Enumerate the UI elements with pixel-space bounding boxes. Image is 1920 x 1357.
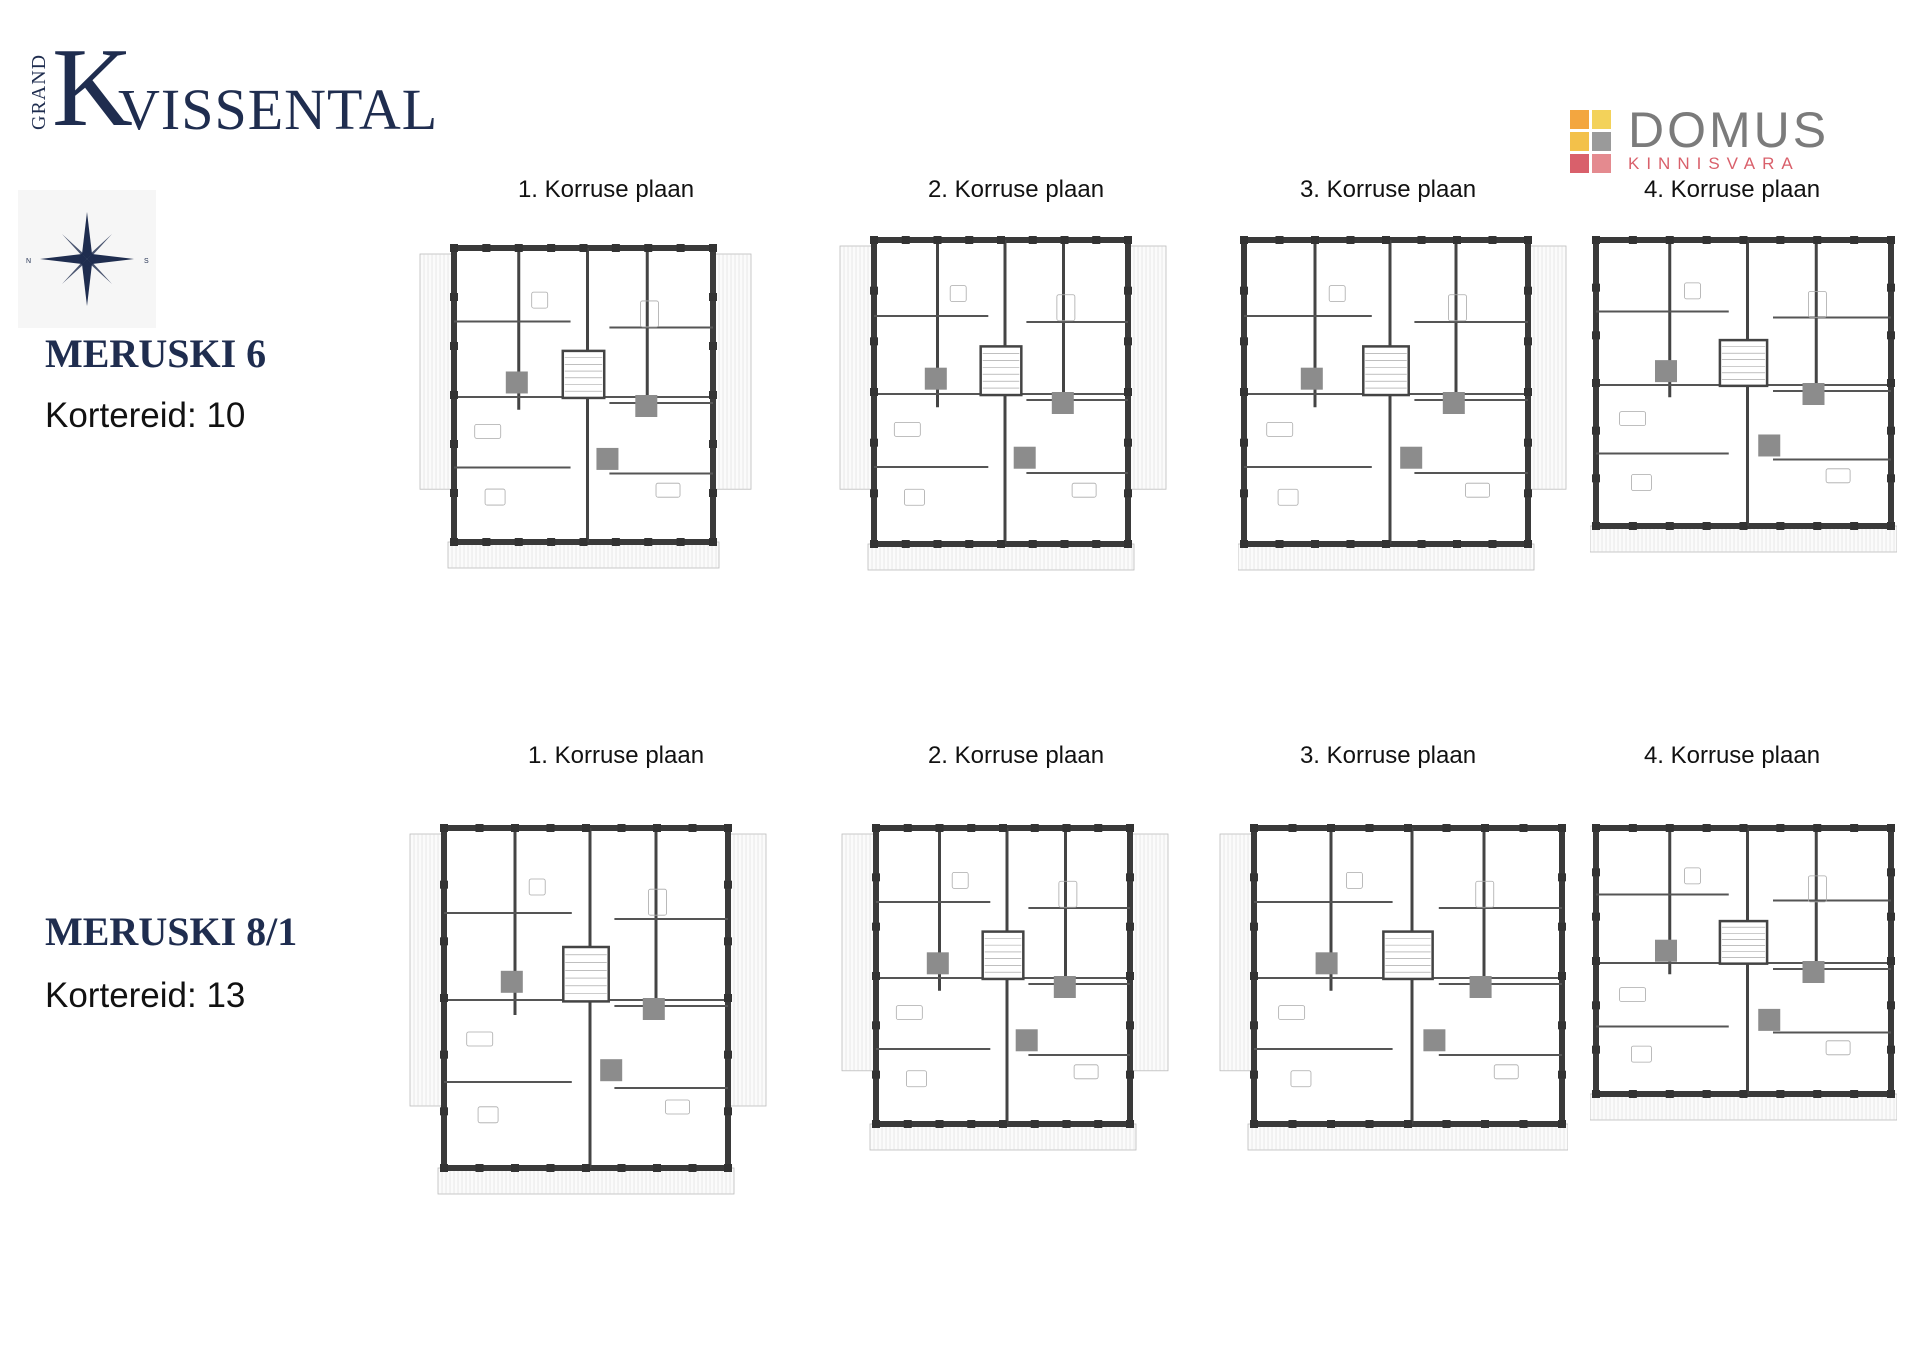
compass-west-label: N [26,258,31,265]
b2-plan-title-2: 2. Korruse plaan [927,742,1105,769]
domus-subtitle: KINNISVARA [1628,154,1800,173]
floor-plan-drawing-b1-3 [1238,226,1568,574]
logo-square-orange [1570,110,1589,129]
logo-square-red [1570,154,1589,173]
floor-plan-drawing-b1-2 [838,226,1168,574]
b1-plan-title-3: 3. Korruse plaan [1299,176,1477,203]
compass-east-label: S [144,258,149,265]
logo-square-gold [1570,132,1589,151]
floor-plan-drawing-b1-1 [418,234,753,572]
b1-plan-title-2: 2. Korruse plaan [927,176,1105,203]
logo-square-yellow [1592,110,1611,129]
logo-square-grey [1592,132,1611,151]
building-1-apartment-count: Kortereid: 10 [45,396,246,435]
building-1-name: MERUSKI 6 [45,331,267,376]
domus-name: DOMUS [1628,102,1830,158]
logo-name-text: VISSENTAL [118,77,439,142]
logo-k-letter: K [52,26,133,150]
b2-plan-title-1: 1. Korruse plaan [527,742,705,769]
floor-plan-drawing-b1-4 [1590,226,1897,556]
logo-grand-text: GRAND [28,53,50,130]
compass-rose-icon: N S [18,190,156,328]
logo-square-pink [1592,154,1611,173]
floor-plan-drawing-b2-3 [1218,814,1568,1154]
domus-kinnisvara-logo: DOMUS KINNISVARA [1570,104,1900,180]
building-2-name: MERUSKI 8/1 [45,909,298,954]
b2-plan-title-4: 4. Korruse plaan [1643,742,1821,769]
b1-plan-title-1: 1. Korruse plaan [517,176,695,203]
building-2-apartment-count: Kortereid: 13 [45,976,246,1015]
b1-plan-title-4: 4. Korruse plaan [1643,176,1821,203]
b2-plan-title-3: 3. Korruse plaan [1299,742,1477,769]
floor-plan-drawing-b2-4 [1590,814,1897,1124]
grand-kvissental-logo: GRAND K VISSENTAL [20,32,437,150]
floor-plan-drawing-b2-2 [840,814,1170,1154]
floor-plan-drawing-b2-1 [408,814,768,1198]
